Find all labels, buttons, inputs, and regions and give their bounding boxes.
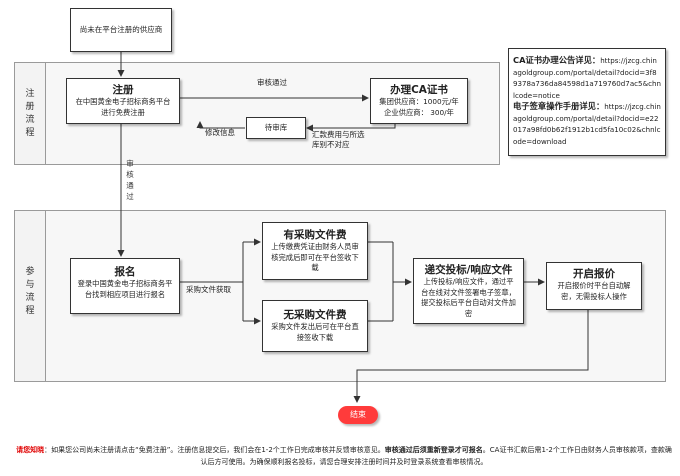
- end-node: 结束: [338, 406, 378, 424]
- ca-price-enterprise: 企业供应商： 300/年: [384, 107, 454, 117]
- registration-lane-header: [15, 63, 46, 164]
- ca-certificate-box: 办理CA证书 集团供应商：1000元/年 企业供应商： 300/年: [370, 78, 468, 124]
- paid-docs-box: 有采购文件费 上传缴费凭证由财务人员审核完成后即可在平台签收下载: [262, 222, 368, 280]
- free-docs-title: 无采购文件费: [283, 309, 347, 321]
- manual-url[interactable]: https://jzcg.chinagoldgroup.com/portal/d…: [513, 102, 661, 146]
- manual-title: 电子签章操作手册详见：: [513, 101, 605, 111]
- footer-text-2: 。CA证书汇款后需1-2个工作日由财务人员审核款项，查款确认后方可使用。为确保顺…: [200, 446, 672, 466]
- paid-docs-desc: 上传缴费凭证由财务人员审核完成后即可在平台签收下载: [271, 242, 359, 272]
- submit-bid-desc: 上传投标/响应文件，通过平台在线对文件签署电子签章，提交投标后平台自动对文件加密: [421, 277, 516, 318]
- footer-bold-text: 审核通过后须重新登录才可报名: [384, 446, 483, 454]
- submit-bid-box: 递交投标/响应文件 上传投标/响应文件，通过平台在线对文件签署电子签章，提交投标…: [413, 258, 524, 324]
- participation-lane-label: 参与流程: [25, 267, 35, 316]
- ca-notice-title: CA证书办理公告详见：: [513, 55, 601, 65]
- free-docs-desc: 采购文件发出后可在平台直接签收下载: [271, 322, 359, 342]
- label-get-docs: 采购文件获取: [186, 285, 231, 294]
- signup-title: 报名: [114, 266, 136, 278]
- free-docs-box: 无采购文件费 采购文件发出后可在平台直接签收下载: [262, 300, 368, 352]
- signup-desc: 登录中国黄金电子招标商务平台找到相应项目进行报名: [77, 279, 173, 299]
- ca-title: 办理CA证书: [390, 84, 448, 96]
- start-node-label: 尚未在平台注册的供应商: [79, 25, 163, 34]
- ca-price-group: 集团供应商：1000元/年: [379, 97, 459, 106]
- register-title: 注册: [112, 84, 134, 96]
- info-links-box: CA证书办理公告详见：https://jzcg.chinagoldgroup.c…: [508, 48, 666, 156]
- open-bid-title: 开启报价: [573, 268, 615, 280]
- ca-notice-url[interactable]: https://jzcg.chinagoldgroup.com/portal/d…: [513, 56, 661, 100]
- footer-note: 请您知晓：如果您公司尚未注册请点击“免费注册”。注册信息提交后，我们会在1-2个…: [14, 444, 674, 468]
- label-approved-down: 审核通过: [126, 159, 134, 201]
- register-box: 注册 在中国黄金电子招标商务平台进行免费注册: [66, 78, 180, 124]
- participation-lane-header: [15, 211, 46, 381]
- label-amount-mismatch: 汇款费用与所选库别不对应: [312, 130, 365, 149]
- paid-docs-title: 有采购文件费: [283, 229, 347, 241]
- register-desc: 在中国黄金电子招标商务平台进行免费注册: [75, 97, 171, 117]
- start-node: 尚未在平台注册的供应商: [70, 8, 172, 52]
- label-approved-top: 审核通过: [257, 78, 287, 87]
- signup-box: 报名 登录中国黄金电子招标商务平台找到相应项目进行报名: [70, 258, 180, 314]
- footer-tip-label: 请您知晓: [16, 446, 45, 454]
- open-bid-box: 开启报价 开启报价时平台自动解密，无需投标人操作: [546, 262, 642, 310]
- open-bid-desc: 开启报价时平台自动解密，无需投标人操作: [557, 281, 631, 301]
- pending-review-label: 待审库: [264, 123, 288, 132]
- footer-text-1: ：如果您公司尚未注册请点击“免费注册”。注册信息提交后，我们会在1-2个工作日完…: [44, 446, 385, 454]
- label-modify-info: 修改信息: [205, 128, 235, 137]
- submit-bid-title: 递交投标/响应文件: [424, 264, 513, 276]
- pending-review-box: 待审库: [246, 117, 306, 139]
- registration-lane-label: 注册流程: [25, 89, 35, 138]
